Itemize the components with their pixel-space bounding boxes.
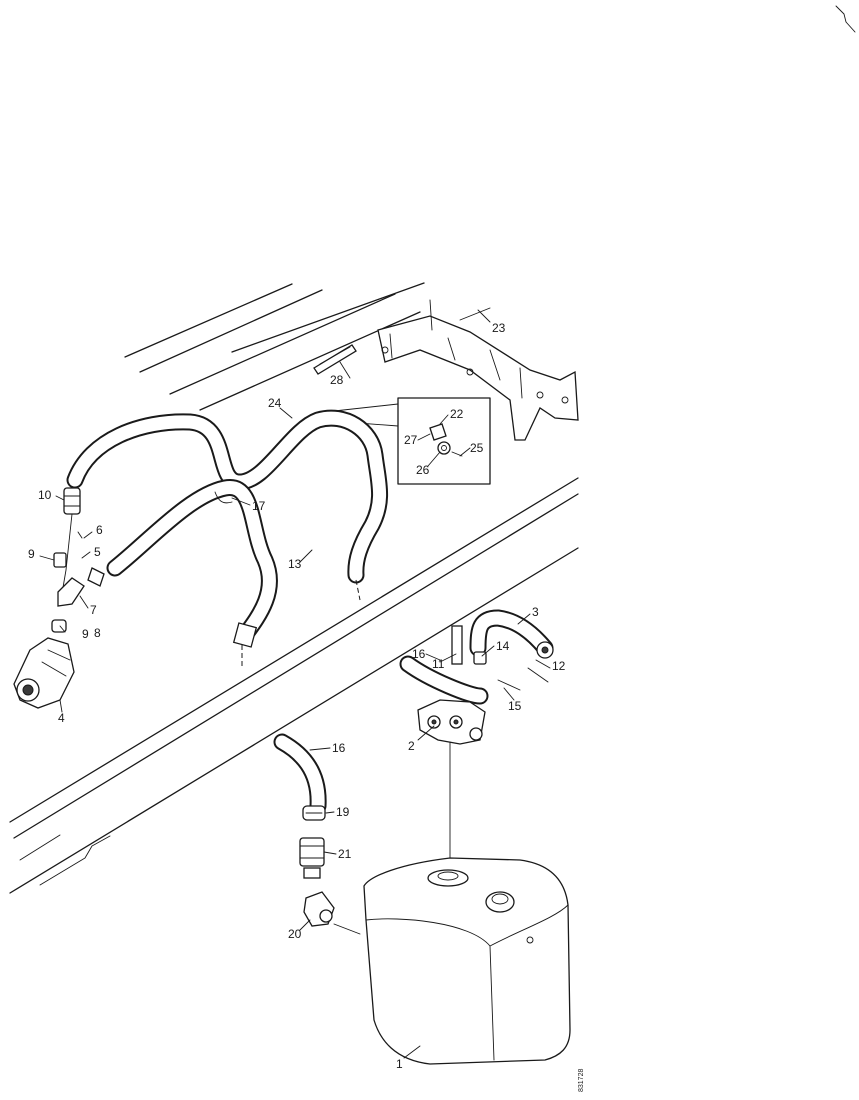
callout-28: 28 (330, 373, 344, 387)
callout-13: 13 (288, 557, 302, 571)
rod (313, 344, 357, 375)
callout-20: 20 (288, 927, 302, 941)
coolant-hose-loop (66, 409, 389, 668)
callout-26: 26 (416, 463, 430, 477)
callout-23: 23 (492, 321, 506, 335)
frame-rail-upper (124, 282, 425, 411)
filler-hose-assembly (273, 733, 361, 935)
callout-16-a: 16 (412, 647, 426, 661)
callout-5: 5 (94, 545, 101, 559)
callout-1: 1 (396, 1057, 403, 1071)
callout-22: 22 (450, 407, 464, 421)
leader-lines (39, 309, 551, 1059)
callout-24: 24 (268, 396, 282, 410)
mounting-bracket (377, 299, 579, 441)
reference-code: 831728 (578, 1069, 585, 1092)
callout-7: 7 (90, 603, 97, 617)
callout-11: 11 (432, 657, 445, 671)
callout-2: 2 (408, 739, 415, 753)
callout-4: 4 (58, 711, 65, 725)
corner-mark (835, 5, 856, 33)
callout-27: 27 (404, 433, 418, 447)
valve-assembly (399, 609, 554, 745)
callout-8: 8 (94, 626, 101, 640)
callout-9-b: 9 (82, 627, 89, 641)
callout-14: 14 (496, 639, 510, 653)
callout-12: 12 (552, 659, 566, 673)
callout-6: 6 (96, 523, 103, 537)
callout-25: 25 (470, 441, 484, 455)
callout-21: 21 (338, 847, 352, 861)
frame-rail-lower (9, 477, 579, 894)
callout-19: 19 (336, 805, 350, 819)
reservoir-tank (363, 857, 571, 1065)
callout-17: 17 (252, 499, 266, 513)
callout-3: 3 (532, 605, 539, 619)
callout-labels: 1 2 3 4 5 6 7 8 9 9 10 11 12 13 14 15 16… (28, 321, 566, 1071)
callout-9-a: 9 (28, 547, 35, 561)
callout-10: 10 (38, 488, 52, 502)
callout-16-b: 16 (332, 741, 346, 755)
left-fitting-assembly (13, 487, 105, 709)
callout-15: 15 (508, 699, 522, 713)
